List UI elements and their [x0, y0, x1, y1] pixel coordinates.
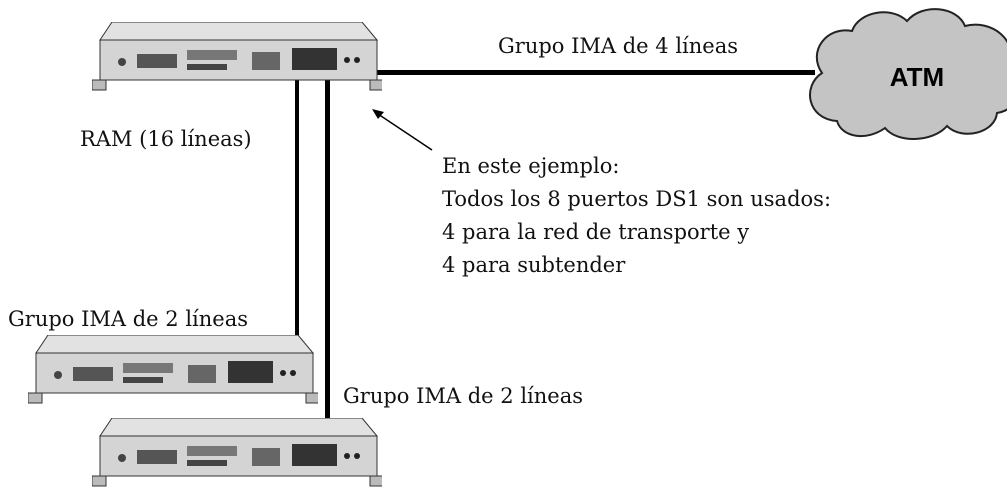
- top-group-label: Grupo IMA de 4 líneas: [498, 34, 739, 58]
- note-line: En este ejemplo:: [442, 154, 620, 178]
- subtend-link-line-left: [295, 73, 299, 381]
- subtend-link-line-right: [325, 73, 330, 463]
- note-line: 4 para la red de transporte y: [442, 220, 750, 244]
- atm-link-line: [370, 70, 815, 75]
- atm-cloud: ATM: [809, 8, 1007, 140]
- left-group-label: Grupo IMA de 2 líneas: [8, 307, 249, 331]
- note-line: 4 para subtender: [442, 253, 626, 277]
- ram-label: RAM (16 líneas): [80, 127, 252, 151]
- subtend-device-left: [28, 335, 318, 415]
- bottom-group-label: Grupo IMA de 2 líneas: [343, 384, 584, 408]
- note-line: Todos los 8 puertos DS1 son usados:: [442, 187, 832, 211]
- atm-cloud-label: ATM: [890, 62, 944, 92]
- example-note: En este ejemplo: Todos los 8 puertos DS1…: [442, 150, 831, 282]
- pointer-arrow: [372, 109, 433, 151]
- ram-device: [92, 22, 382, 102]
- subtend-device-bottom: [92, 418, 382, 498]
